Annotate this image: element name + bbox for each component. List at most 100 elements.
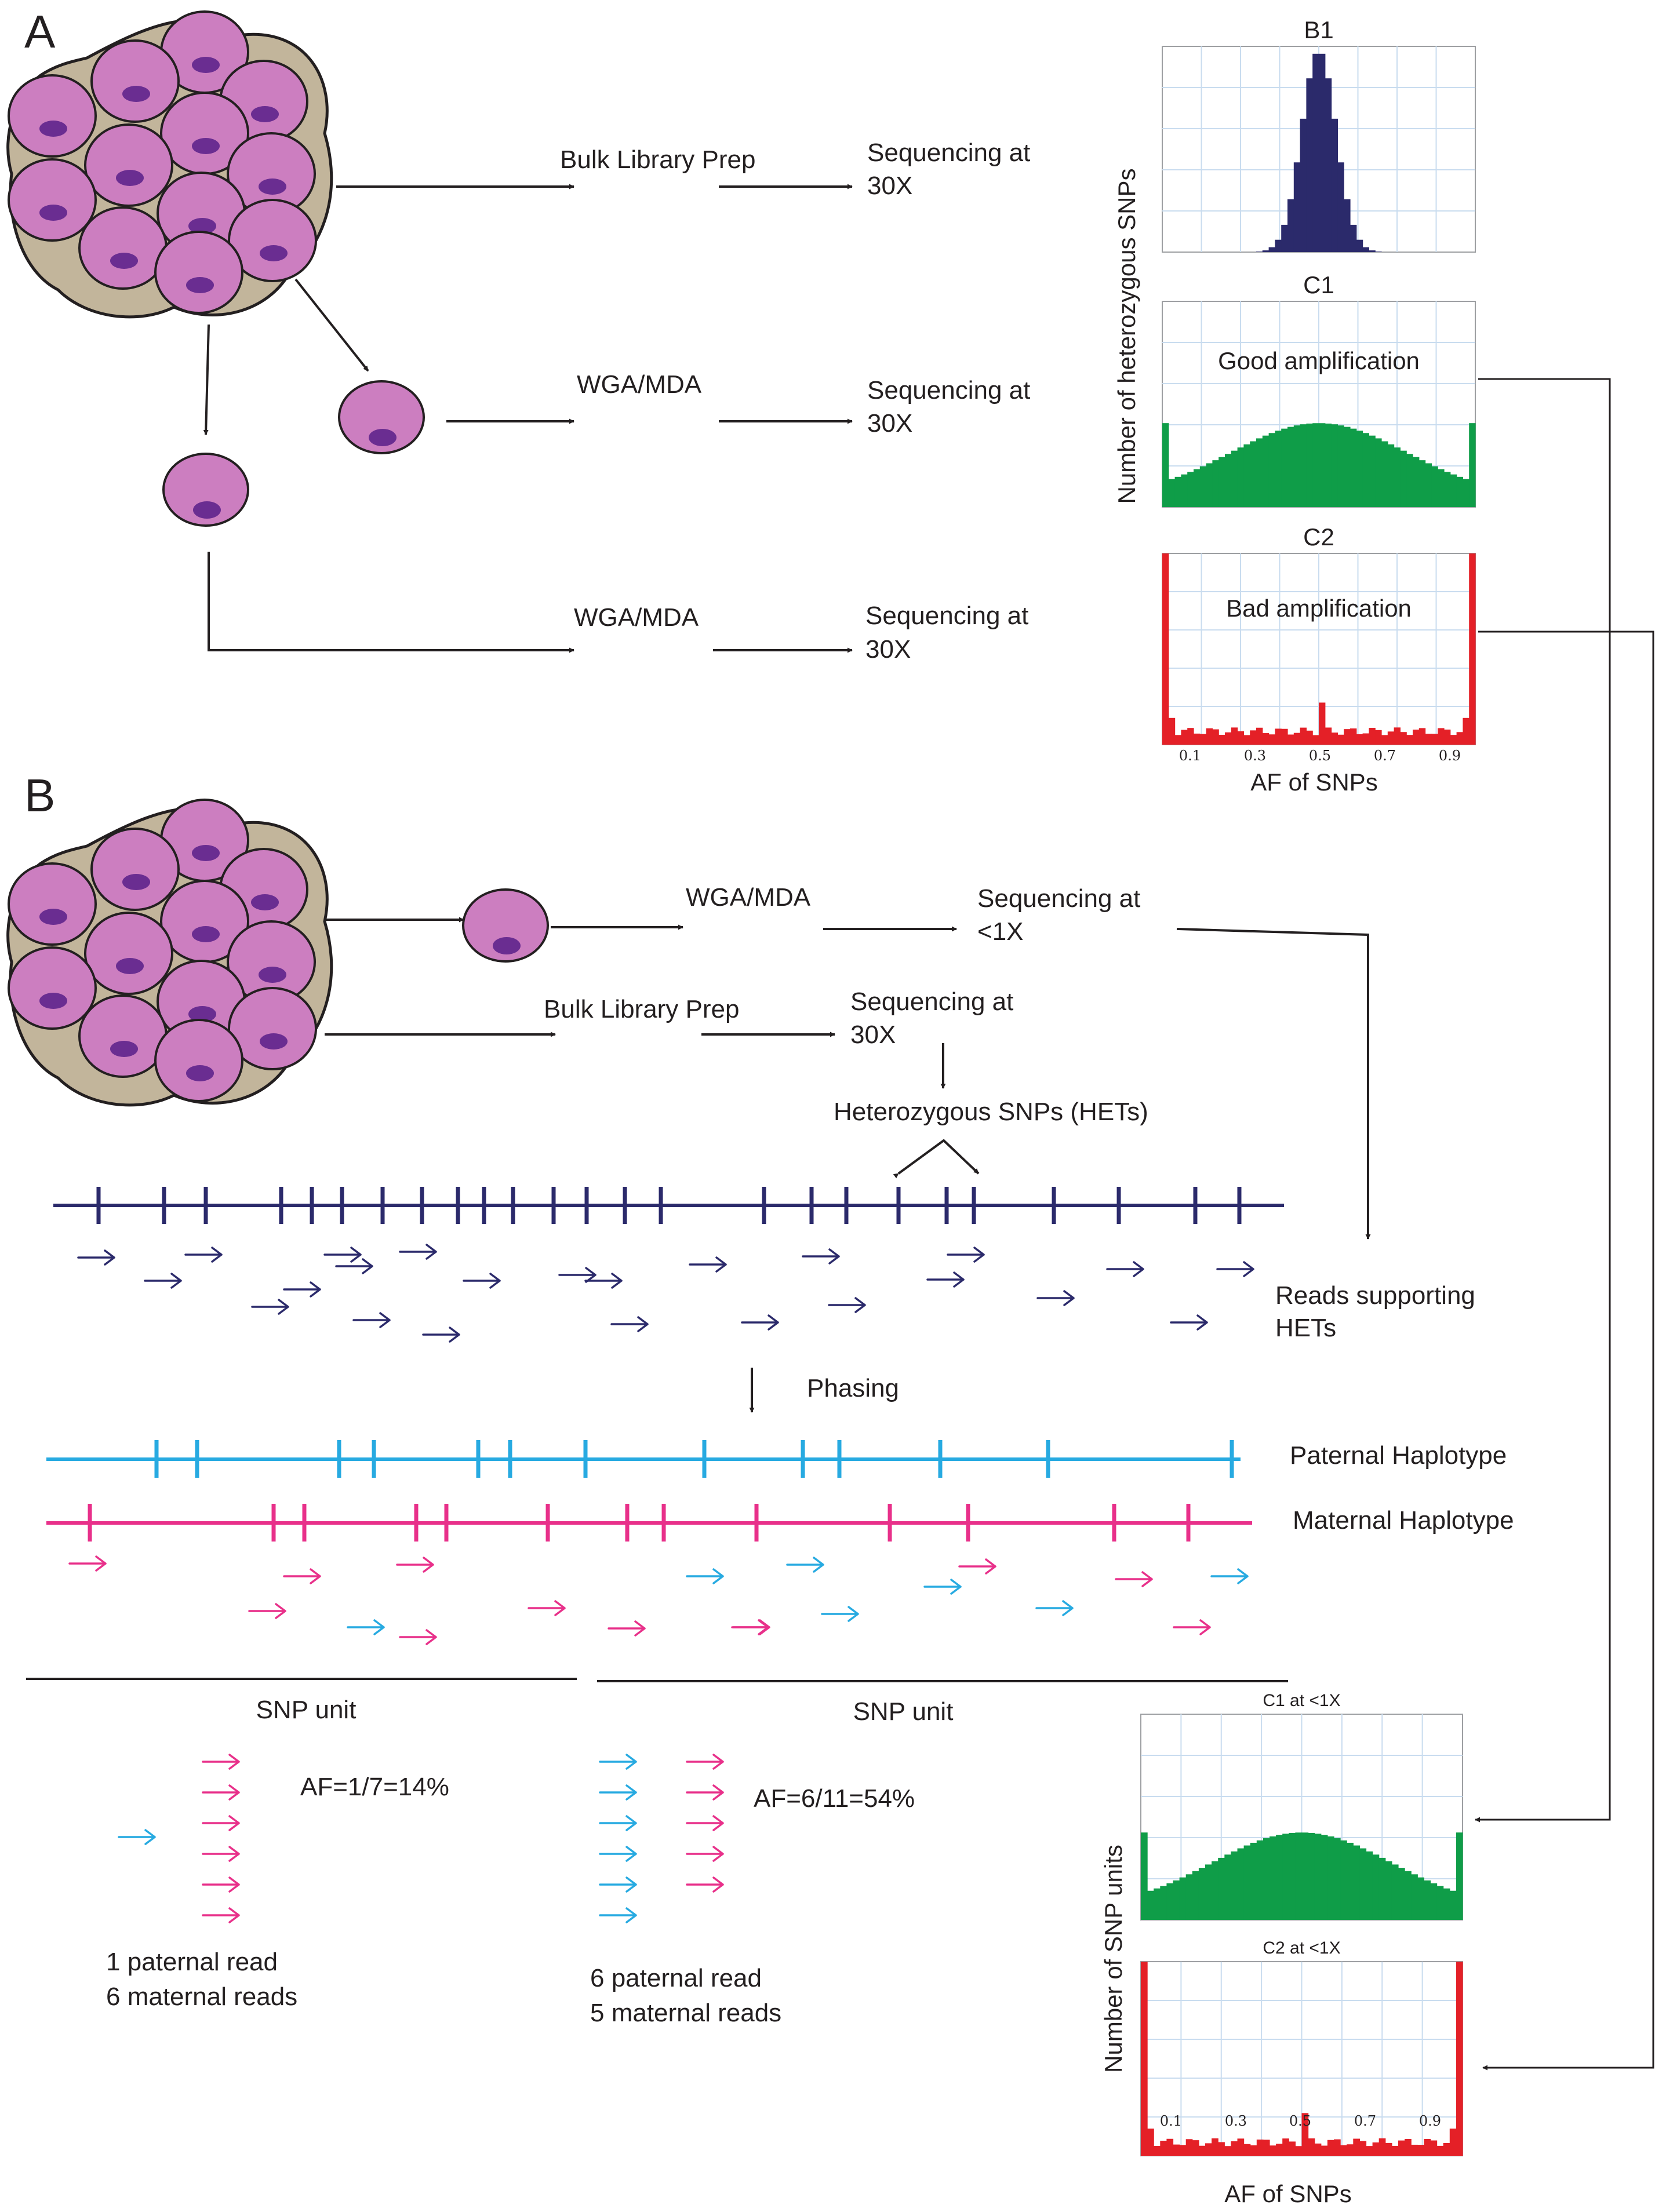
histogram-bar: [1411, 2144, 1418, 2156]
histogram-bar: [1237, 1848, 1245, 1920]
histogram-bar: [1262, 435, 1270, 507]
read-arrow: [689, 1256, 727, 1273]
histogram-bar: [1405, 2138, 1412, 2156]
read-arrow: [732, 1619, 770, 1635]
histogram-bar: [1231, 1851, 1238, 1920]
read-arrow: [422, 1327, 460, 1343]
cell: [78, 994, 168, 1078]
histogram-bar: [1162, 423, 1169, 507]
histogram-bar: [1449, 2129, 1457, 2156]
sequencing-label-bot: Sequencing at: [865, 602, 1028, 630]
histogram-bar: [1168, 479, 1176, 507]
chart-annotation: Good amplification: [1218, 347, 1420, 374]
histogram-bar: [1444, 729, 1451, 745]
histogram-bar: [1340, 1840, 1347, 1920]
histogram-bar: [1293, 733, 1301, 745]
read-arrow: [202, 1815, 240, 1831]
histogram-bar: [1218, 1857, 1225, 1920]
sequencing-label-low: Sequencing at: [977, 884, 1140, 913]
nucleus: [39, 121, 67, 137]
histogram-bar: [1289, 1832, 1296, 1920]
histogram-bar: [1312, 423, 1319, 507]
x-tick: 0.7: [1374, 748, 1396, 764]
histogram-bar: [1417, 1877, 1424, 1920]
histogram-bar: [1331, 733, 1338, 745]
x-tick: 0.1: [1179, 748, 1201, 764]
snp-unit-dividers: [26, 1678, 1288, 1682]
histogram-bar: [1268, 734, 1275, 745]
cell: [84, 912, 173, 995]
histogram-bar: [1270, 2145, 1276, 2156]
histogram-bar: [1281, 728, 1288, 745]
histogram-bar: [1147, 2129, 1154, 2156]
read-arrow: [741, 1314, 779, 1331]
histogram-bar: [1369, 250, 1376, 252]
histogram-bar: [1312, 53, 1319, 252]
chart-title: C2 at <1X: [1263, 1938, 1340, 1958]
histogram-bar: [1321, 1835, 1328, 1920]
cell: [90, 39, 180, 123]
snp-unit-reads: [118, 1754, 724, 1923]
read-arrow: [202, 1754, 240, 1770]
histogram-bar: [1456, 476, 1463, 507]
histogram-bar: [1243, 444, 1250, 507]
histogram-bar: [1212, 1861, 1218, 1920]
read-arrow: [610, 1316, 649, 1332]
read-arrow: [251, 1299, 289, 1315]
histogram-bar: [1331, 118, 1338, 252]
histogram-bar: [1347, 1842, 1354, 1920]
histogram-bar: [1334, 2139, 1341, 2156]
read-arrow: [202, 1876, 240, 1893]
read-arrow: [686, 1784, 724, 1801]
histogram-bar: [1262, 733, 1270, 745]
histogram-bar: [1449, 1890, 1457, 1920]
cell: [84, 123, 173, 207]
x-tick: 0.3: [1225, 2113, 1247, 2129]
histogram-bar: [1275, 239, 1282, 252]
histogram-bar: [1295, 2146, 1303, 2156]
reads-supporting-label: Reads supporting: [1275, 1281, 1475, 1310]
histogram-bar: [1321, 2145, 1328, 2156]
histogram-bar: [1430, 1883, 1438, 1920]
histogram-bar: [1308, 2138, 1315, 2156]
nucleus: [110, 1041, 138, 1057]
nucleus: [259, 967, 286, 983]
histogram-bar: [1194, 469, 1201, 507]
histogram-bar: [1287, 427, 1294, 507]
histogram-bar: [1350, 428, 1357, 507]
histogram-bar: [1413, 457, 1420, 507]
cell: [154, 1019, 243, 1102]
cell: [228, 987, 317, 1070]
histogram-bar: [1268, 433, 1275, 507]
nucleus: [251, 894, 279, 910]
read-arrow: [686, 1568, 724, 1584]
histogram-bar: [1424, 1880, 1431, 1920]
histogram-bar: [1398, 2140, 1405, 2156]
histogram-bar: [1347, 2144, 1354, 2156]
histogram-bar: [1205, 1864, 1212, 1920]
read-arrow: [923, 1579, 962, 1595]
histogram-bar: [1243, 1845, 1251, 1920]
sequencing-depth-30x: 30X: [850, 1021, 896, 1049]
read-arrow: [821, 1606, 859, 1622]
tissue-cluster-b: [6, 799, 333, 1107]
read-arrow: [786, 1557, 824, 1573]
read-arrow: [599, 1815, 637, 1831]
x-tick: 0.3: [1244, 748, 1266, 764]
histogram-bar: [1295, 1832, 1303, 1920]
read-arrow: [947, 1247, 985, 1263]
read-arrow: [1170, 1314, 1208, 1331]
histogram-bar: [1275, 728, 1282, 745]
paternal-haplotype-label: Paternal Haplotype: [1290, 1441, 1507, 1470]
histogram-bar: [1469, 423, 1476, 507]
connector-lines: [1475, 378, 1654, 2071]
histogram-bar: [1385, 2142, 1392, 2156]
cell: [154, 231, 243, 314]
histogram-bar: [1431, 734, 1438, 745]
histogram-bar: [1173, 1880, 1180, 1920]
read-arrow: [1115, 1571, 1153, 1587]
het-snps-label: Heterozygous SNPs (HETs): [834, 1098, 1148, 1126]
read-arrow: [1216, 1261, 1254, 1277]
histogram-bar: [1359, 1848, 1367, 1920]
